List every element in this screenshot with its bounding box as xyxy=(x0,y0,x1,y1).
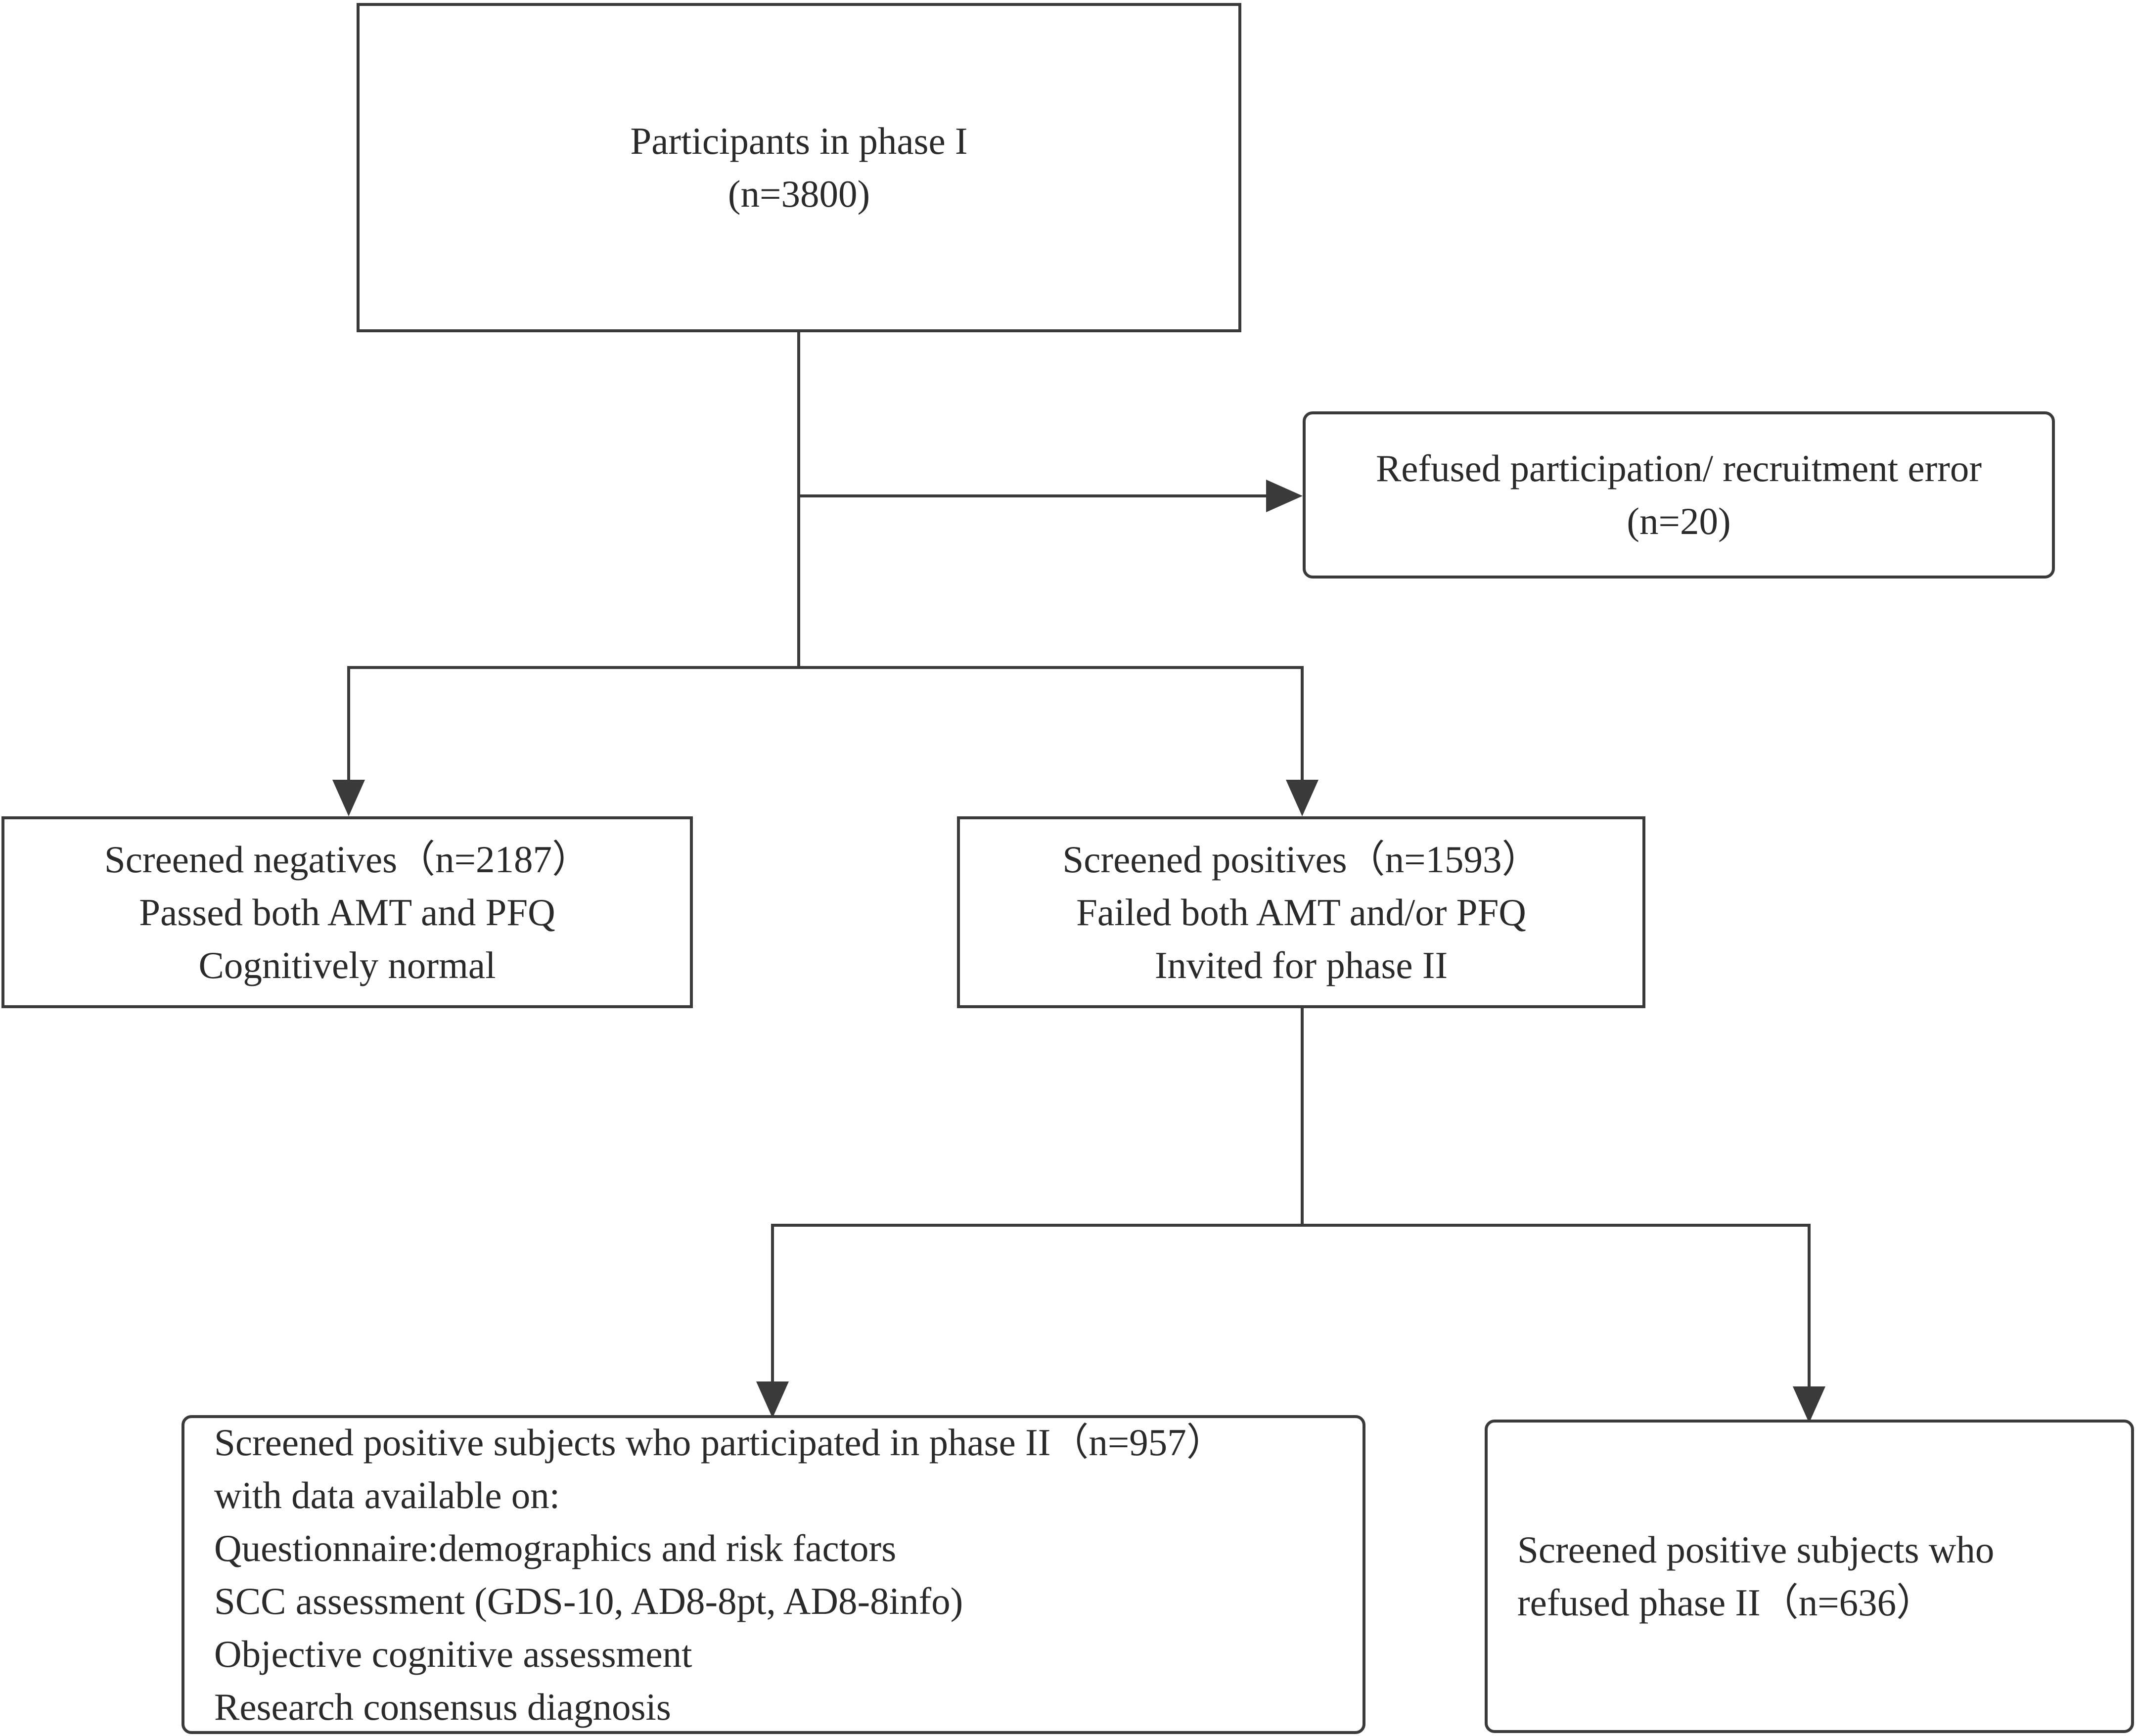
refused-phase2-line-2: refused phase II（n=636） xyxy=(1517,1581,1935,1624)
arrowhead-refused xyxy=(1266,480,1303,512)
positives-line-2: Failed both AMT and/or PFQ xyxy=(1076,890,1526,934)
refused-line-2: (n=20) xyxy=(1627,500,1731,542)
phase2-line-6: Research consensus diagnosis xyxy=(214,1685,671,1728)
phase2-participants-box: Screened positive subjects who participa… xyxy=(182,1415,1365,1734)
refused-participation-box: Refused participation/ recruitment error… xyxy=(1303,411,2055,579)
phase1-line-2: (n=3800) xyxy=(727,173,870,215)
phase2-line-2: with data available on: xyxy=(214,1473,560,1516)
arrowhead-phase2 xyxy=(756,1381,789,1418)
positives-line-3: Invited for phase II xyxy=(1154,943,1448,986)
phase2-line-3: Questionnaire:demographics and risk fact… xyxy=(214,1526,897,1569)
participants-phase1-box: Participants in phase I (n=3800) xyxy=(357,3,1241,332)
phase1-line-1: Participants in phase I xyxy=(630,120,968,162)
arrowhead-positives xyxy=(1286,780,1318,816)
phase2-line-1: Screened positive subjects who participa… xyxy=(214,1421,1225,1464)
refused-phase2-box: Screened positive subjects who refused p… xyxy=(1485,1420,2134,1733)
screened-positives-box: Screened positives（n=1593） Failed both A… xyxy=(957,816,1645,1008)
screened-negatives-box: Screened negatives（n=2187） Passed both A… xyxy=(1,816,693,1008)
negatives-line-3: Cognitively normal xyxy=(198,943,496,986)
negatives-line-1: Screened negatives（n=2187） xyxy=(104,838,591,881)
positives-line-1: Screened positives（n=1593） xyxy=(1062,838,1540,881)
phase2-line-5: Objective cognitive assessment xyxy=(214,1632,692,1675)
refused-line-1: Refused participation/ recruitment error xyxy=(1375,447,1982,490)
phase2-line-4: SCC assessment (GDS-10, AD8-8pt, AD8-8in… xyxy=(214,1579,963,1622)
refused-phase2-line-1: Screened positive subjects who xyxy=(1517,1528,1995,1571)
arrowhead-negatives xyxy=(332,780,365,816)
arrowhead-refused-phase2 xyxy=(1793,1386,1825,1423)
negatives-line-2: Passed both AMT and PFQ xyxy=(139,890,555,934)
